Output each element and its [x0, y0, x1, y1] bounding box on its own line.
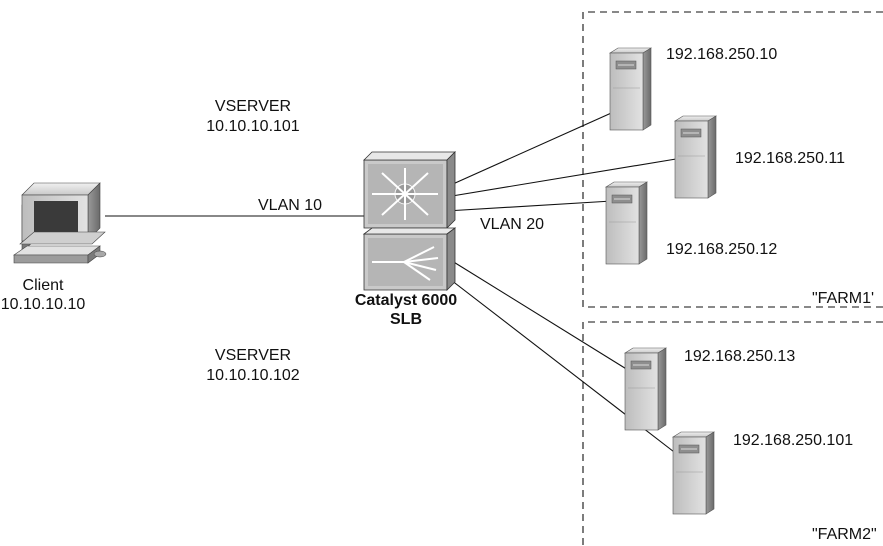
farm1-boundary	[582, 11, 883, 308]
server-ip-13: 192.168.250.13	[684, 348, 796, 365]
catalyst-switch-icon	[362, 151, 457, 291]
server-icon-12	[605, 181, 648, 265]
vserver2-label: VSERVER	[214, 347, 292, 364]
server-icon-101	[672, 431, 715, 515]
server-ip-101: 192.168.250.101	[733, 432, 854, 449]
server-icon-13	[624, 347, 667, 431]
vserver1-label: VSERVER	[214, 98, 292, 115]
server-icon-10	[609, 47, 652, 131]
vlan10-label: VLAN 10	[258, 197, 323, 214]
switch-label-line1: Catalyst 6000	[354, 292, 458, 309]
vserver1-ip: 10.10.10.101	[206, 118, 300, 135]
switch-label-line2: SLB	[390, 311, 422, 328]
farm1-label: "FARM1'	[812, 290, 875, 307]
server-ip-12: 192.168.250.12	[666, 241, 778, 258]
server-ip-10: 192.168.250.10	[666, 46, 778, 63]
client-ip: 10.10.10.10	[0, 296, 86, 313]
link-switch-server-10	[443, 109, 619, 189]
link-switch-server-13	[443, 255, 629, 371]
client-label: Client	[22, 277, 64, 294]
farm2-label: "FARM2"	[812, 526, 877, 543]
vlan20-label: VLAN 20	[480, 216, 545, 233]
server-icon-11	[674, 115, 717, 199]
client-computer-icon	[13, 182, 107, 264]
link-switch-server-12	[445, 200, 613, 212]
server-ip-11: 192.168.250.11	[735, 150, 846, 167]
link-switch-server-11	[445, 157, 683, 198]
farm2-boundary	[582, 321, 883, 546]
vserver2-ip: 10.10.10.102	[206, 367, 300, 384]
farm-boundaries	[582, 11, 883, 546]
